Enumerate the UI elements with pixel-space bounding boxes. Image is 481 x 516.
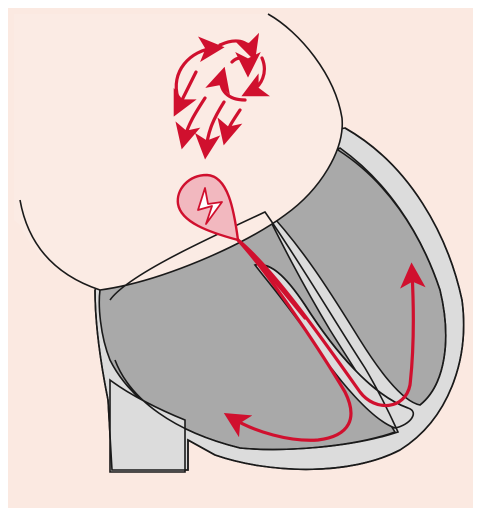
heart-conduction-diagram: [0, 0, 481, 516]
